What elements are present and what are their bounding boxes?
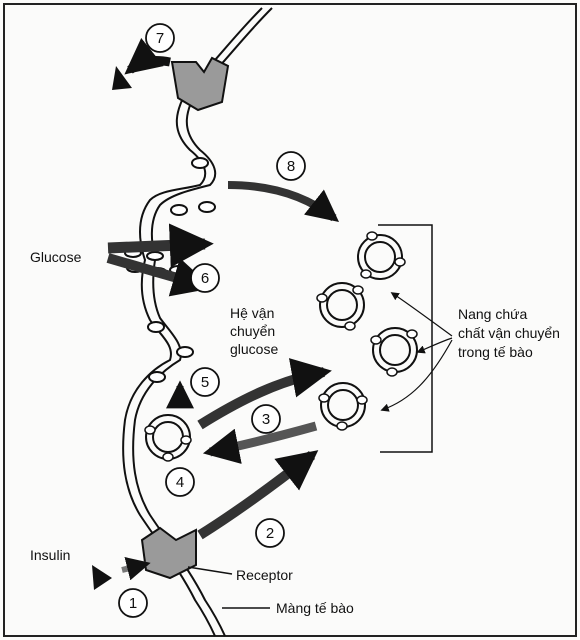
insulin-released-triangle — [112, 66, 132, 90]
step-5-number: 5 — [201, 374, 209, 391]
glucose-arrow-lower — [108, 258, 205, 286]
insulin-triangle — [92, 565, 112, 590]
insulin-binding-arrow — [122, 564, 146, 570]
step-3-number: 3 — [262, 411, 270, 428]
membrane-label: Màng tế bào — [276, 600, 354, 616]
vesicle-label-line2: chất vận chuyển — [458, 325, 560, 341]
vesicle-label-line1: Nang chứa — [458, 306, 528, 322]
transporter-label-line2: chuyển — [230, 323, 275, 339]
step-2-number: 2 — [266, 525, 274, 542]
step-8-number: 8 — [287, 158, 295, 175]
vesicle-label-line3: trong tế bào — [458, 344, 533, 360]
receptor-leader-line — [188, 567, 232, 574]
glucose-arrow-upper — [108, 244, 205, 248]
fusing-vesicle — [145, 415, 191, 461]
step-1-number: 1 — [129, 595, 137, 612]
step-6-number: 6 — [201, 270, 209, 287]
step-2-arrow — [200, 455, 312, 535]
receptor-label: Receptor — [236, 567, 293, 583]
step-7-arrow — [130, 60, 170, 70]
transporter-label-line1: Hệ vận — [230, 305, 274, 321]
insulin-label: Insulin — [30, 547, 70, 563]
glucose-label: Glucose — [30, 249, 82, 265]
transporter-label-line3: glucose — [230, 341, 278, 357]
step-7-number: 7 — [156, 30, 164, 47]
step-8-arrow — [228, 185, 334, 218]
step-4-number: 4 — [176, 474, 184, 491]
